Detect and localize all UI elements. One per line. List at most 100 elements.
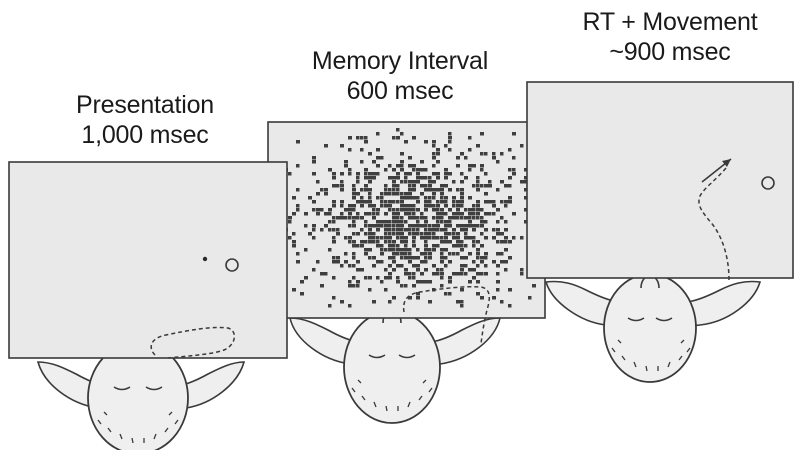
noise-dot	[376, 172, 380, 176]
noise-dot	[396, 248, 400, 252]
noise-dot	[496, 220, 500, 224]
noise-dot	[364, 220, 368, 224]
noise-dot	[380, 224, 384, 228]
noise-dot	[416, 292, 420, 296]
noise-dot	[448, 148, 452, 152]
noise-dot	[404, 236, 408, 240]
noise-dot	[480, 216, 484, 220]
noise-dot	[332, 176, 336, 180]
noise-dot	[484, 256, 488, 260]
noise-dot	[328, 248, 332, 252]
noise-dot	[480, 224, 484, 228]
noise-dot	[504, 200, 508, 204]
noise-dot	[396, 252, 400, 256]
noise-dot	[312, 200, 316, 204]
noise-dot	[416, 264, 420, 268]
noise-dot	[376, 148, 380, 152]
noise-dot	[376, 260, 380, 264]
noise-dot	[388, 264, 392, 268]
noise-dot	[344, 260, 348, 264]
noise-dot	[432, 232, 436, 236]
noise-dot	[388, 272, 392, 276]
noise-dot	[340, 204, 344, 208]
noise-dot	[428, 236, 432, 240]
noise-dot	[364, 176, 368, 180]
noise-dot	[400, 164, 404, 168]
noise-dot	[332, 216, 336, 220]
noise-dot	[392, 252, 396, 256]
noise-dot	[408, 276, 412, 280]
noise-dot	[368, 276, 372, 280]
noise-dot	[416, 216, 420, 220]
noise-dot	[408, 164, 412, 168]
presentation-title: Presentation	[76, 91, 214, 119]
noise-dot	[420, 176, 424, 180]
noise-dot	[472, 208, 476, 212]
noise-dot	[508, 168, 512, 172]
noise-dot	[340, 180, 344, 184]
noise-dot	[484, 236, 488, 240]
noise-dot	[392, 192, 396, 196]
noise-dot	[392, 256, 396, 260]
noise-dot	[460, 200, 464, 204]
noise-dot	[432, 140, 436, 144]
participant-3-head	[603, 273, 697, 383]
noise-dot	[400, 204, 404, 208]
noise-dot	[384, 268, 388, 272]
noise-dot	[492, 200, 496, 204]
noise-dot	[400, 252, 404, 256]
noise-dot	[384, 220, 388, 224]
noise-dot	[408, 272, 412, 276]
noise-dot	[428, 280, 432, 284]
noise-dot	[348, 224, 352, 228]
noise-dot	[396, 224, 400, 228]
noise-dot	[416, 248, 420, 252]
noise-dot	[332, 228, 336, 232]
noise-dot	[312, 228, 316, 232]
noise-dot	[420, 252, 424, 256]
noise-dot	[380, 252, 384, 256]
noise-dot	[412, 212, 416, 216]
noise-dot	[396, 220, 400, 224]
noise-dot	[316, 192, 320, 196]
noise-dot	[444, 292, 448, 296]
noise-dot	[508, 176, 512, 180]
noise-dot	[312, 208, 316, 212]
noise-dot	[364, 240, 368, 244]
noise-dot	[368, 196, 372, 200]
noise-dot	[380, 192, 384, 196]
noise-dot	[288, 172, 292, 176]
noise-dot	[420, 224, 424, 228]
noise-dot	[392, 200, 396, 204]
noise-dot	[396, 232, 400, 236]
noise-dot	[368, 176, 372, 180]
noise-dot	[396, 176, 400, 180]
noise-dot	[484, 264, 488, 268]
noise-dot	[388, 236, 392, 240]
noise-dot	[472, 240, 476, 244]
noise-dot	[444, 240, 448, 244]
noise-dot	[352, 224, 356, 228]
noise-dot	[340, 188, 344, 192]
noise-dot	[312, 224, 316, 228]
noise-dot	[416, 224, 420, 228]
noise-dot	[356, 212, 360, 216]
noise-dot	[364, 188, 368, 192]
noise-dot	[528, 296, 532, 300]
noise-dot	[424, 232, 428, 236]
noise-dot	[476, 184, 480, 188]
rt-movement-label: RT + Movement ~900 msec	[545, 7, 795, 67]
noise-dot	[296, 260, 300, 264]
noise-dot	[432, 192, 436, 196]
noise-dot	[480, 132, 484, 136]
noise-dot	[368, 236, 372, 240]
noise-dot	[492, 212, 496, 216]
noise-dot	[412, 216, 416, 220]
noise-dot	[352, 204, 356, 208]
noise-dot	[472, 224, 476, 228]
noise-dot	[396, 276, 400, 280]
noise-dot	[424, 208, 428, 212]
noise-dot	[352, 188, 356, 192]
noise-dot	[480, 208, 484, 212]
noise-dot	[448, 260, 452, 264]
